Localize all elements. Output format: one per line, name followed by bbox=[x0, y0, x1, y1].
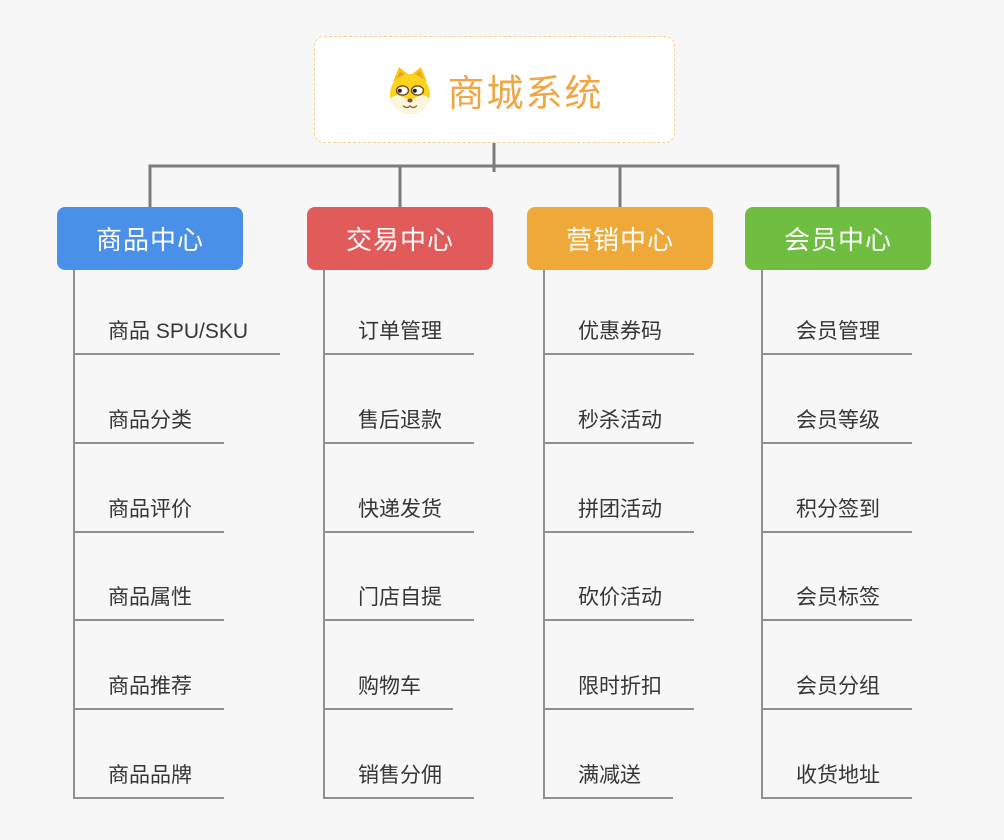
leaf-item[interactable]: 商品分类 bbox=[73, 406, 224, 444]
branch-header[interactable]: 会员中心 bbox=[745, 207, 931, 270]
leaf-item[interactable]: 砍价活动 bbox=[543, 583, 694, 622]
leaf-item[interactable]: 拼团活动 bbox=[543, 495, 694, 533]
dog-face-icon bbox=[386, 64, 434, 116]
leaf-item[interactable]: 销售分佣 bbox=[323, 761, 474, 799]
leaf-item[interactable]: 商品 SPU/SKU bbox=[73, 317, 281, 355]
leaf-item[interactable]: 限时折扣 bbox=[543, 672, 694, 711]
leaf-item[interactable]: 商品评价 bbox=[73, 495, 224, 533]
leaf-item[interactable]: 会员分组 bbox=[761, 672, 912, 711]
leaf-item[interactable]: 会员标签 bbox=[761, 583, 912, 622]
leaf-item[interactable]: 商品推荐 bbox=[73, 672, 224, 711]
branch-header[interactable]: 交易中心 bbox=[307, 207, 493, 270]
branch-trunk-line bbox=[543, 270, 545, 799]
root-title: 商城系统 bbox=[447, 72, 604, 114]
root-node[interactable]: 商城系统 bbox=[314, 36, 675, 143]
branch-column-3: 营销中心优惠券码秒杀活动拼团活动砍价活动限时折扣满减送 bbox=[527, 207, 713, 799]
branch-column-2: 交易中心订单管理售后退款快递发货门店自提购物车销售分佣 bbox=[307, 207, 493, 799]
leaf-item[interactable]: 购物车 bbox=[323, 672, 453, 711]
leaf-item[interactable]: 满减送 bbox=[543, 761, 673, 799]
leaf-item[interactable]: 快递发货 bbox=[323, 495, 474, 533]
branch-header[interactable]: 营销中心 bbox=[527, 207, 713, 270]
branch-trunk-line bbox=[761, 270, 763, 799]
leaf-item[interactable]: 售后退款 bbox=[323, 406, 474, 444]
leaf-item[interactable]: 门店自提 bbox=[323, 583, 474, 622]
leaf-item[interactable]: 会员等级 bbox=[761, 406, 912, 444]
leaf-item[interactable]: 秒杀活动 bbox=[543, 406, 694, 444]
leaf-item[interactable]: 会员管理 bbox=[761, 317, 912, 355]
leaf-item[interactable]: 商品品牌 bbox=[73, 761, 224, 799]
leaf-item[interactable]: 收货地址 bbox=[761, 761, 912, 799]
branch-trunk-line bbox=[73, 270, 75, 799]
leaf-item[interactable]: 积分签到 bbox=[761, 495, 912, 533]
leaf-item[interactable]: 订单管理 bbox=[323, 317, 474, 355]
leaf-item[interactable]: 优惠券码 bbox=[543, 317, 694, 355]
branch-column-4: 会员中心会员管理会员等级积分签到会员标签会员分组收货地址 bbox=[745, 207, 931, 799]
branch-trunk-line bbox=[323, 270, 325, 799]
branch-header[interactable]: 商品中心 bbox=[57, 207, 243, 270]
leaf-item[interactable]: 商品属性 bbox=[73, 583, 224, 622]
branch-column-1: 商品中心商品 SPU/SKU 商品分类商品评价商品属性商品推荐商品品牌 bbox=[57, 207, 281, 799]
